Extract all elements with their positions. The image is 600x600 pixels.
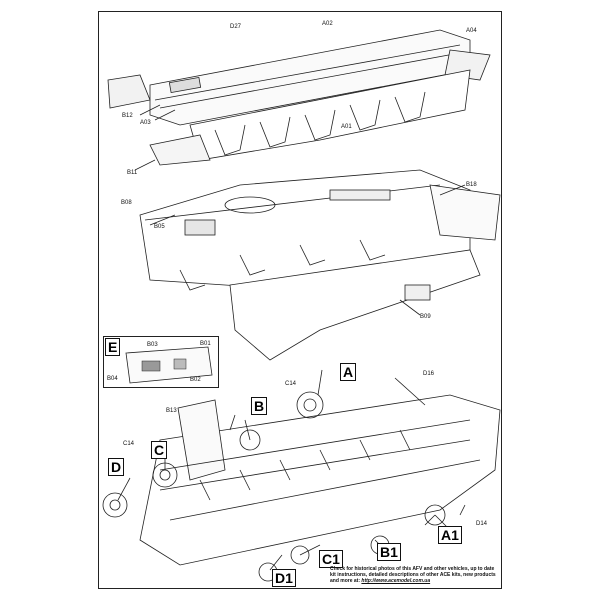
inset-e [103,336,219,388]
step-letter-c: C [151,441,168,459]
label-d27: D27 [230,24,242,30]
label-a04: A04 [466,28,477,34]
label-b12: B12 [122,113,133,119]
step-letter-d1: D1 [272,569,296,587]
label-b01: B01 [200,341,211,347]
step-letter-e: E [105,338,121,356]
step-letter-c1: C1 [319,550,343,568]
step-letter-b: B [251,397,268,415]
footer-line-3: and more at: http://www.acemodel.com.ua [330,578,500,584]
label-b09: B09 [420,314,431,320]
inset-drawing [125,346,213,384]
label-b03: B03 [147,342,158,348]
step-letter-a1: A1 [438,526,462,544]
label-b18: B18 [466,182,477,188]
footer-line-1: Check for historical photos of this AFV … [330,566,495,572]
label-c14-left: C14 [123,441,135,447]
step-letter-b1: B1 [377,543,401,561]
step-letter-d: D [108,458,125,476]
label-b04: B04 [107,376,118,382]
label-a02: A02 [322,21,333,27]
footer-note: Check for historical photos of this AFV … [330,566,500,584]
footer-line-3-prefix: and more at: [330,578,361,584]
label-a01: A01 [341,124,352,130]
label-b02: B02 [190,377,201,383]
label-b11: B11 [127,170,138,176]
website-link[interactable]: http://www.acemodel.com.ua [361,578,431,584]
step-letter-a: A [340,363,357,381]
label-a03: A03 [140,120,151,126]
footer-line-2: kit instructions, detailed descriptions … [330,572,496,578]
label-b13: B13 [166,408,177,414]
label-b05: B05 [154,224,165,230]
label-c14-top: C14 [285,381,297,387]
label-b08: B08 [121,200,132,206]
label-d14: D14 [476,521,488,527]
label-d16: D16 [423,371,435,377]
